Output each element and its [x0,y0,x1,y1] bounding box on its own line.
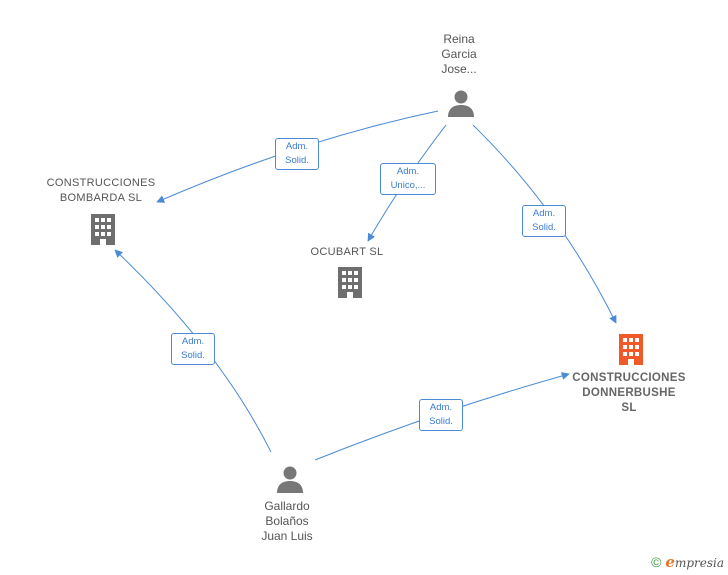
building-icon[interactable] [335,265,365,299]
person-icon[interactable] [275,464,305,494]
person-reina-label[interactable]: Reina Garcia Jose... [441,32,477,76]
edge-label-reina-donnerbushe[interactable]: Adm. Solid. [522,205,566,237]
footer-brand: © empresia [651,553,724,571]
company-bombarda-label[interactable]: CONSTRUCCIONES BOMBARDA SL [46,177,156,204]
edge-label-gallardo-donnerbushe[interactable]: Adm. Solid. [419,399,463,431]
edge-label-reina-bombarda[interactable]: Adm. Solid. [275,138,319,170]
person-icon[interactable] [446,88,476,118]
copyright-icon: © [651,554,662,570]
building-icon[interactable] [88,212,118,246]
edge-label-gallardo-bombarda[interactable]: Adm. Solid. [171,333,215,365]
company-donnerbushe-label[interactable]: CONSTRUCCIONES DONNERBUSHE SL [572,372,686,414]
company-ocubart-label[interactable]: OCUBART SL [310,246,384,258]
person-gallardo-label[interactable]: Gallardo Bolaños Juan Luis [261,499,313,543]
empresia-logo: empresia [665,553,724,571]
edge-label-reina-ocubart[interactable]: Adm. Unico,... [380,163,436,195]
building-icon[interactable] [616,332,646,366]
